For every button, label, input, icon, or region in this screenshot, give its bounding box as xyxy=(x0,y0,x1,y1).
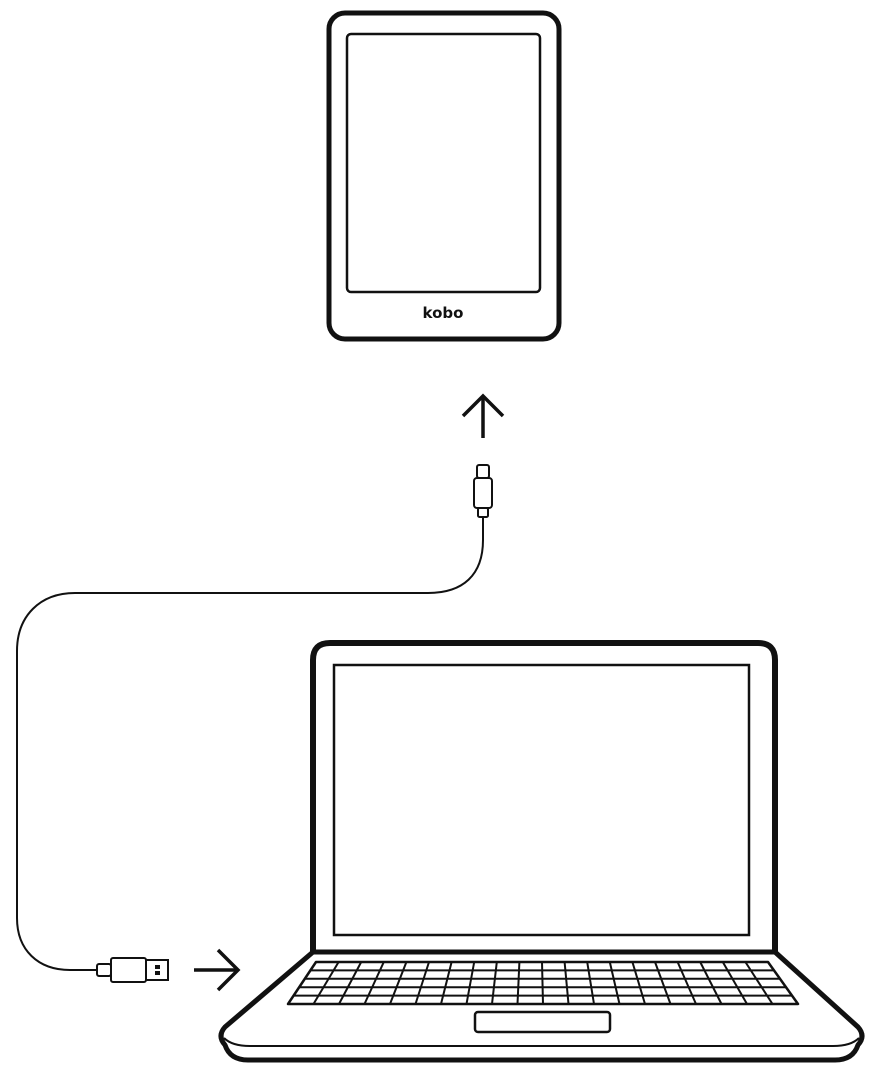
keyboard-key-line xyxy=(440,961,453,1005)
laptop-front-edge xyxy=(223,1037,860,1047)
usb-cable xyxy=(16,517,484,971)
keyboard-key-line xyxy=(338,961,363,1005)
keyboard-key-line xyxy=(363,961,385,1005)
keyboard-key-line xyxy=(516,961,521,1005)
ereader-device: kobo xyxy=(326,10,562,342)
keyboard-key-line xyxy=(541,961,544,1005)
keyboard-key-line xyxy=(744,961,774,1005)
keyboard-key-line xyxy=(414,961,430,1005)
laptop-trackpad xyxy=(473,1010,612,1034)
keyboard-key-line xyxy=(654,961,672,1005)
laptop xyxy=(218,640,865,1063)
laptop-screen xyxy=(332,663,751,937)
keyboard-key-line xyxy=(676,961,697,1005)
keyboard-key-line xyxy=(563,961,570,1005)
usb-a-connector-icon xyxy=(96,957,169,983)
usb-c-connector-icon xyxy=(473,464,493,518)
keyboard-key-line xyxy=(389,961,408,1005)
keyboard-key-line xyxy=(312,961,340,1005)
arrow-up-icon xyxy=(461,393,505,438)
laptop-keyboard xyxy=(286,960,800,1006)
keyboard-key-line xyxy=(721,961,748,1005)
keyboard-key-line xyxy=(491,961,498,1005)
keyboard-key-line xyxy=(465,961,476,1005)
arrow-right-icon xyxy=(194,948,241,992)
ereader-brand-label: kobo xyxy=(423,304,464,322)
keyboard-key-line xyxy=(586,961,595,1005)
keyboard-key-line xyxy=(699,961,723,1005)
keyboard-key-line xyxy=(608,961,621,1005)
keyboard-key-line xyxy=(631,961,646,1005)
ereader-screen xyxy=(345,32,542,294)
